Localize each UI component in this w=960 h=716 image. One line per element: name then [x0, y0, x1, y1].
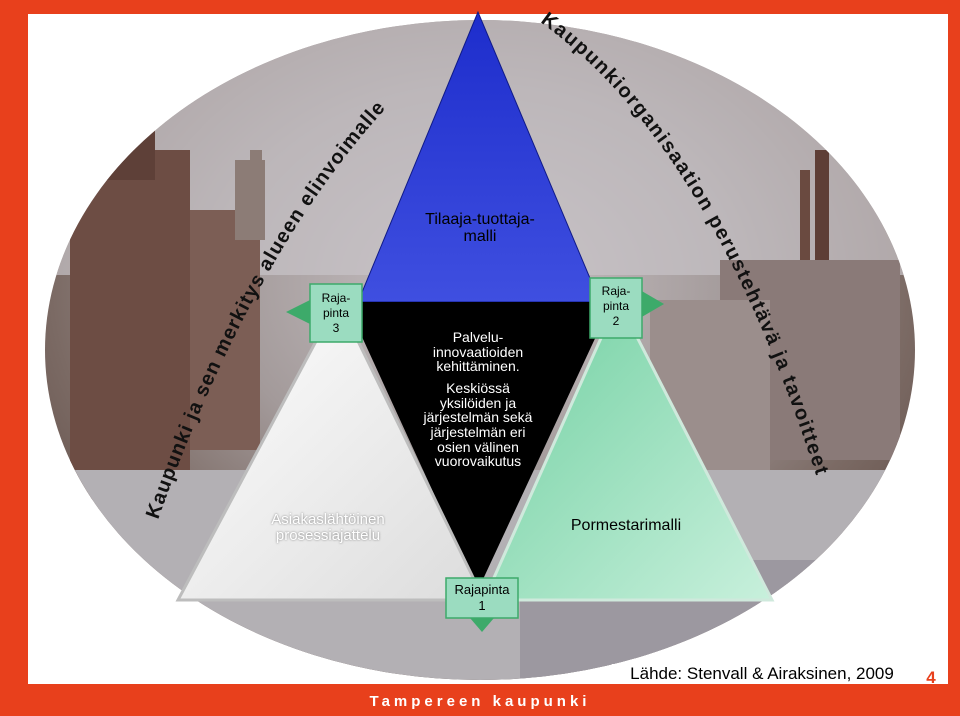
footer-bar: [0, 686, 960, 716]
interface-3-label: Raja- pinta 3: [321, 291, 351, 335]
interface-3-arrow: [286, 300, 310, 324]
source-note: Lähde: Stenvall & Airaksinen, 2009: [612, 664, 912, 684]
right-triangle-label: Pormestarimalli: [570, 517, 682, 534]
interface-2-box: [589, 277, 643, 339]
right-triangle: [481, 296, 775, 602]
center-triangle-text-2: Keskiössä yksilöiden ja järjestelmän sek…: [423, 380, 533, 470]
interface-2-marker: [589, 277, 664, 339]
page-number: 4: [926, 668, 936, 687]
center-triangle-text-1: Palvelu- innovaatioiden kehittäminen.: [432, 329, 524, 375]
interface-1-arrow: [470, 618, 494, 632]
interface-2-arrow: [640, 290, 664, 318]
left-triangle: [175, 296, 487, 602]
interface-3-box: [309, 283, 363, 343]
interface-3-marker: [286, 283, 363, 343]
center-triangle: [346, 302, 612, 590]
left-triangle-label: Asiakaslähtöinen prosessiajattelu: [271, 511, 385, 544]
top-triangle-label: Tilaaja-tuottaja- malli: [425, 211, 535, 245]
interface-1-label: Rajapinta 1: [454, 582, 510, 614]
interface-2-label: Raja- pinta 2: [601, 284, 631, 328]
interface-1-box: [445, 577, 519, 619]
interface-1-marker: [445, 577, 519, 632]
footer-text: Tampereen kaupunki: [369, 693, 591, 710]
